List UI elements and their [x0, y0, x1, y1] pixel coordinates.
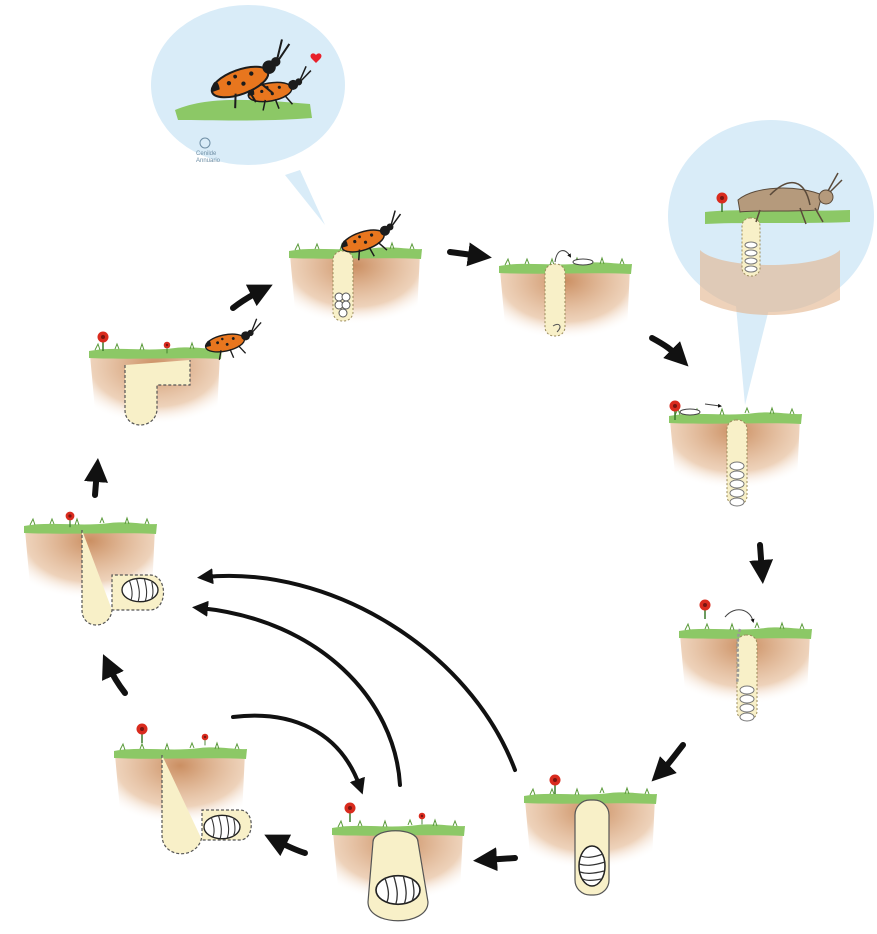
flower-icon [419, 813, 426, 825]
arrow-8-to-9 [95, 470, 97, 495]
arrow-feeding-to-pupa [205, 576, 515, 770]
grub-icon [376, 876, 420, 905]
grub-icon [204, 815, 240, 838]
stage-adult-emerging [89, 318, 267, 437]
arrow-grub-to-coarctate [233, 716, 360, 787]
arrow-3-to-4 [760, 545, 762, 572]
arrow-9-to-1 [233, 290, 262, 308]
stage-grub-in-burrow [114, 724, 251, 854]
credit-line-2: Annuario [196, 158, 221, 164]
arrow-6-to-7 [275, 840, 305, 853]
flower-icon [137, 724, 148, 744]
stage-larva-feeding [524, 775, 657, 896]
arrow-1-to-2 [450, 252, 480, 256]
arrow-2-to-3 [652, 338, 680, 358]
long-arrows [200, 576, 515, 787]
stage-pupa-in-burrow [24, 512, 164, 625]
stage-adult-laying-eggs [289, 209, 422, 337]
stage-larva-entering-pod [679, 600, 812, 722]
stage-larva-emerging [499, 251, 632, 352]
grasshopper-bubble [668, 120, 874, 405]
mating-bubble: Cenilde Annuario [151, 5, 345, 225]
arrow-5-to-6 [485, 858, 515, 860]
grub-icon [579, 846, 605, 886]
egg-pod-icon [730, 462, 744, 506]
flower-icon [345, 803, 356, 823]
flower-icon [700, 600, 711, 620]
stage-coarctate-larva [332, 803, 465, 921]
stage-larva-searching [669, 401, 802, 507]
flower-icon [202, 734, 209, 746]
larva-icon [573, 259, 593, 265]
credit-line-1: Cenilde [196, 151, 217, 157]
arrow-4-to-5 [660, 745, 683, 773]
arrow-7-to-8 [108, 665, 125, 693]
pupa-icon [122, 578, 158, 601]
